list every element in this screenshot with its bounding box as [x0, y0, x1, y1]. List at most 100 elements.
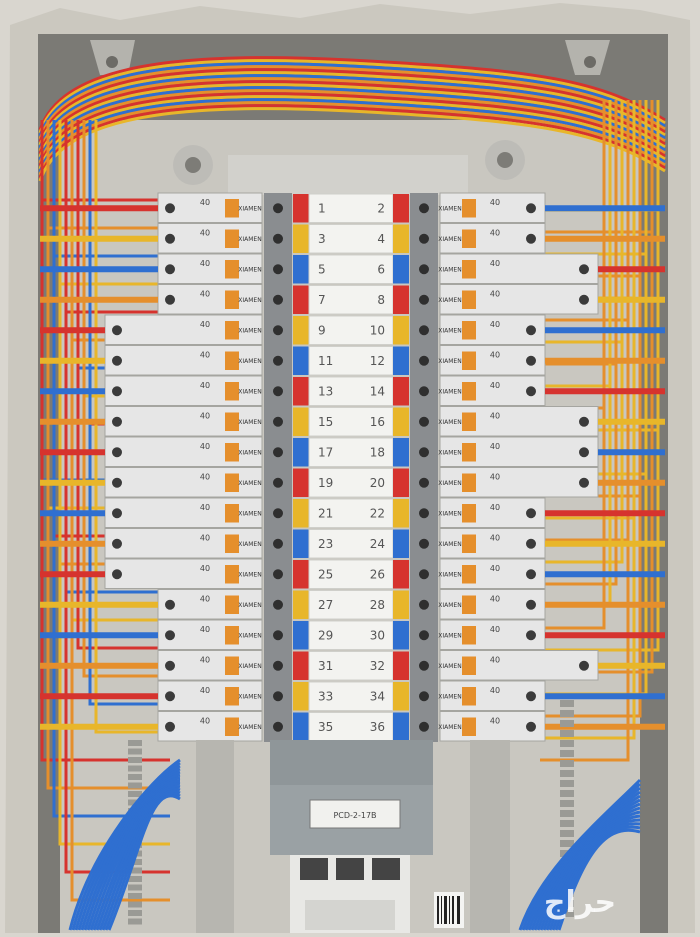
screw-icon [165, 630, 175, 641]
circuit-number-left: 15 [318, 415, 333, 429]
wire [540, 100, 636, 740]
breaker-brand: XIAMEN [238, 480, 261, 487]
wire [40, 510, 105, 517]
breaker-toggle [225, 504, 239, 523]
wire [68, 758, 181, 931]
wire [64, 120, 170, 314]
screw-icon [273, 447, 283, 458]
breaker-brand: XIAMEN [438, 693, 461, 700]
wire [101, 789, 181, 931]
screw-icon [419, 416, 429, 427]
breaker-rating: 40 [490, 625, 500, 634]
wire [40, 327, 105, 334]
breaker-toggle [462, 595, 476, 614]
breaker-brand: XIAMEN [438, 724, 461, 731]
wire [40, 449, 105, 456]
wire [38, 77, 666, 152]
wire [540, 100, 618, 586]
breaker-toggle [462, 717, 476, 736]
screw-icon [526, 538, 536, 549]
wire [38, 74, 666, 149]
terminal [560, 750, 574, 757]
breaker-brand: XIAMEN [238, 266, 261, 273]
wire [38, 83, 666, 158]
terminal [560, 790, 574, 797]
wire [545, 327, 665, 334]
breaker-brand: XIAMEN [238, 510, 261, 517]
barcode [434, 892, 464, 928]
circuit-number-right: 22 [370, 506, 385, 520]
circuit-number-right: 20 [370, 476, 385, 490]
screw-icon [273, 660, 283, 671]
phase-marker [393, 194, 409, 223]
screw-icon [112, 386, 122, 397]
breaker-brand: XIAMEN [438, 602, 461, 609]
breaker-toggle [462, 321, 476, 340]
breaker-rating: 40 [490, 198, 500, 207]
circuit-breaker [157, 619, 263, 650]
breaker-row-left: 40XIAMEN40XIAMEN40XIAMEN40XIAMEN40XIAMEN… [40, 192, 263, 742]
phase-marker [293, 682, 309, 711]
circuit-number-right: 30 [370, 628, 385, 642]
wire [92, 782, 181, 931]
screw-icon [419, 569, 429, 580]
breaker-toggle [225, 595, 239, 614]
wire [86, 776, 181, 931]
breaker-toggle [225, 290, 239, 309]
breaker-toggle [225, 382, 239, 401]
breaker-rating: 40 [490, 412, 500, 421]
screw-icon [112, 355, 122, 366]
breaker-toggle [462, 626, 476, 645]
breaker-brand: XIAMEN [438, 388, 461, 395]
top-rail-frame [228, 155, 468, 195]
terminal [128, 791, 142, 797]
wire [598, 662, 665, 669]
breaker-toggle [462, 534, 476, 553]
breaker-rating: 40 [490, 534, 500, 543]
screw-icon [579, 264, 589, 275]
breaker-rating: 40 [200, 564, 210, 573]
breaker-toggle [225, 199, 239, 218]
circuit-label [308, 590, 394, 620]
wire [38, 65, 666, 140]
breaker-brand: XIAMEN [438, 541, 461, 548]
breaker-toggle [225, 412, 239, 431]
screw-icon [112, 416, 122, 427]
wire [545, 723, 665, 730]
terminal [560, 780, 574, 787]
breaker-brand: XIAMEN [238, 724, 261, 731]
breaker-toggle [225, 260, 239, 279]
screw-icon [273, 203, 283, 214]
circuit-number-right: 18 [370, 445, 385, 459]
wire [40, 418, 105, 425]
wire [40, 388, 105, 395]
breaker-brand: XIAMEN [438, 480, 461, 487]
screw-icon [273, 264, 283, 275]
screw-icon [419, 325, 429, 336]
star-knob-left [173, 145, 213, 185]
breaker-brand: XIAMEN [238, 571, 261, 578]
wire [80, 770, 181, 931]
phase-marker [293, 438, 309, 467]
busbar-left [264, 193, 292, 742]
breaker-rating: 40 [490, 503, 500, 512]
wire [598, 479, 665, 486]
breaker-brand: XIAMEN [438, 236, 461, 243]
terminal [336, 858, 364, 880]
circuit-number-left: 5 [318, 262, 326, 276]
wire [88, 120, 170, 706]
circuit-number-left: 23 [318, 537, 333, 551]
wire [38, 59, 666, 134]
phase-marker [393, 529, 409, 558]
circuit-label [308, 681, 394, 711]
breaker-rating: 40 [490, 595, 500, 604]
circuit-number-left: 19 [318, 476, 333, 490]
screw-icon [419, 386, 429, 397]
screw-icon [273, 386, 283, 397]
wire [557, 828, 641, 931]
wire [40, 266, 158, 273]
breaker-rating: 40 [490, 351, 500, 360]
terminal [128, 765, 142, 772]
phase-marker [393, 285, 409, 314]
